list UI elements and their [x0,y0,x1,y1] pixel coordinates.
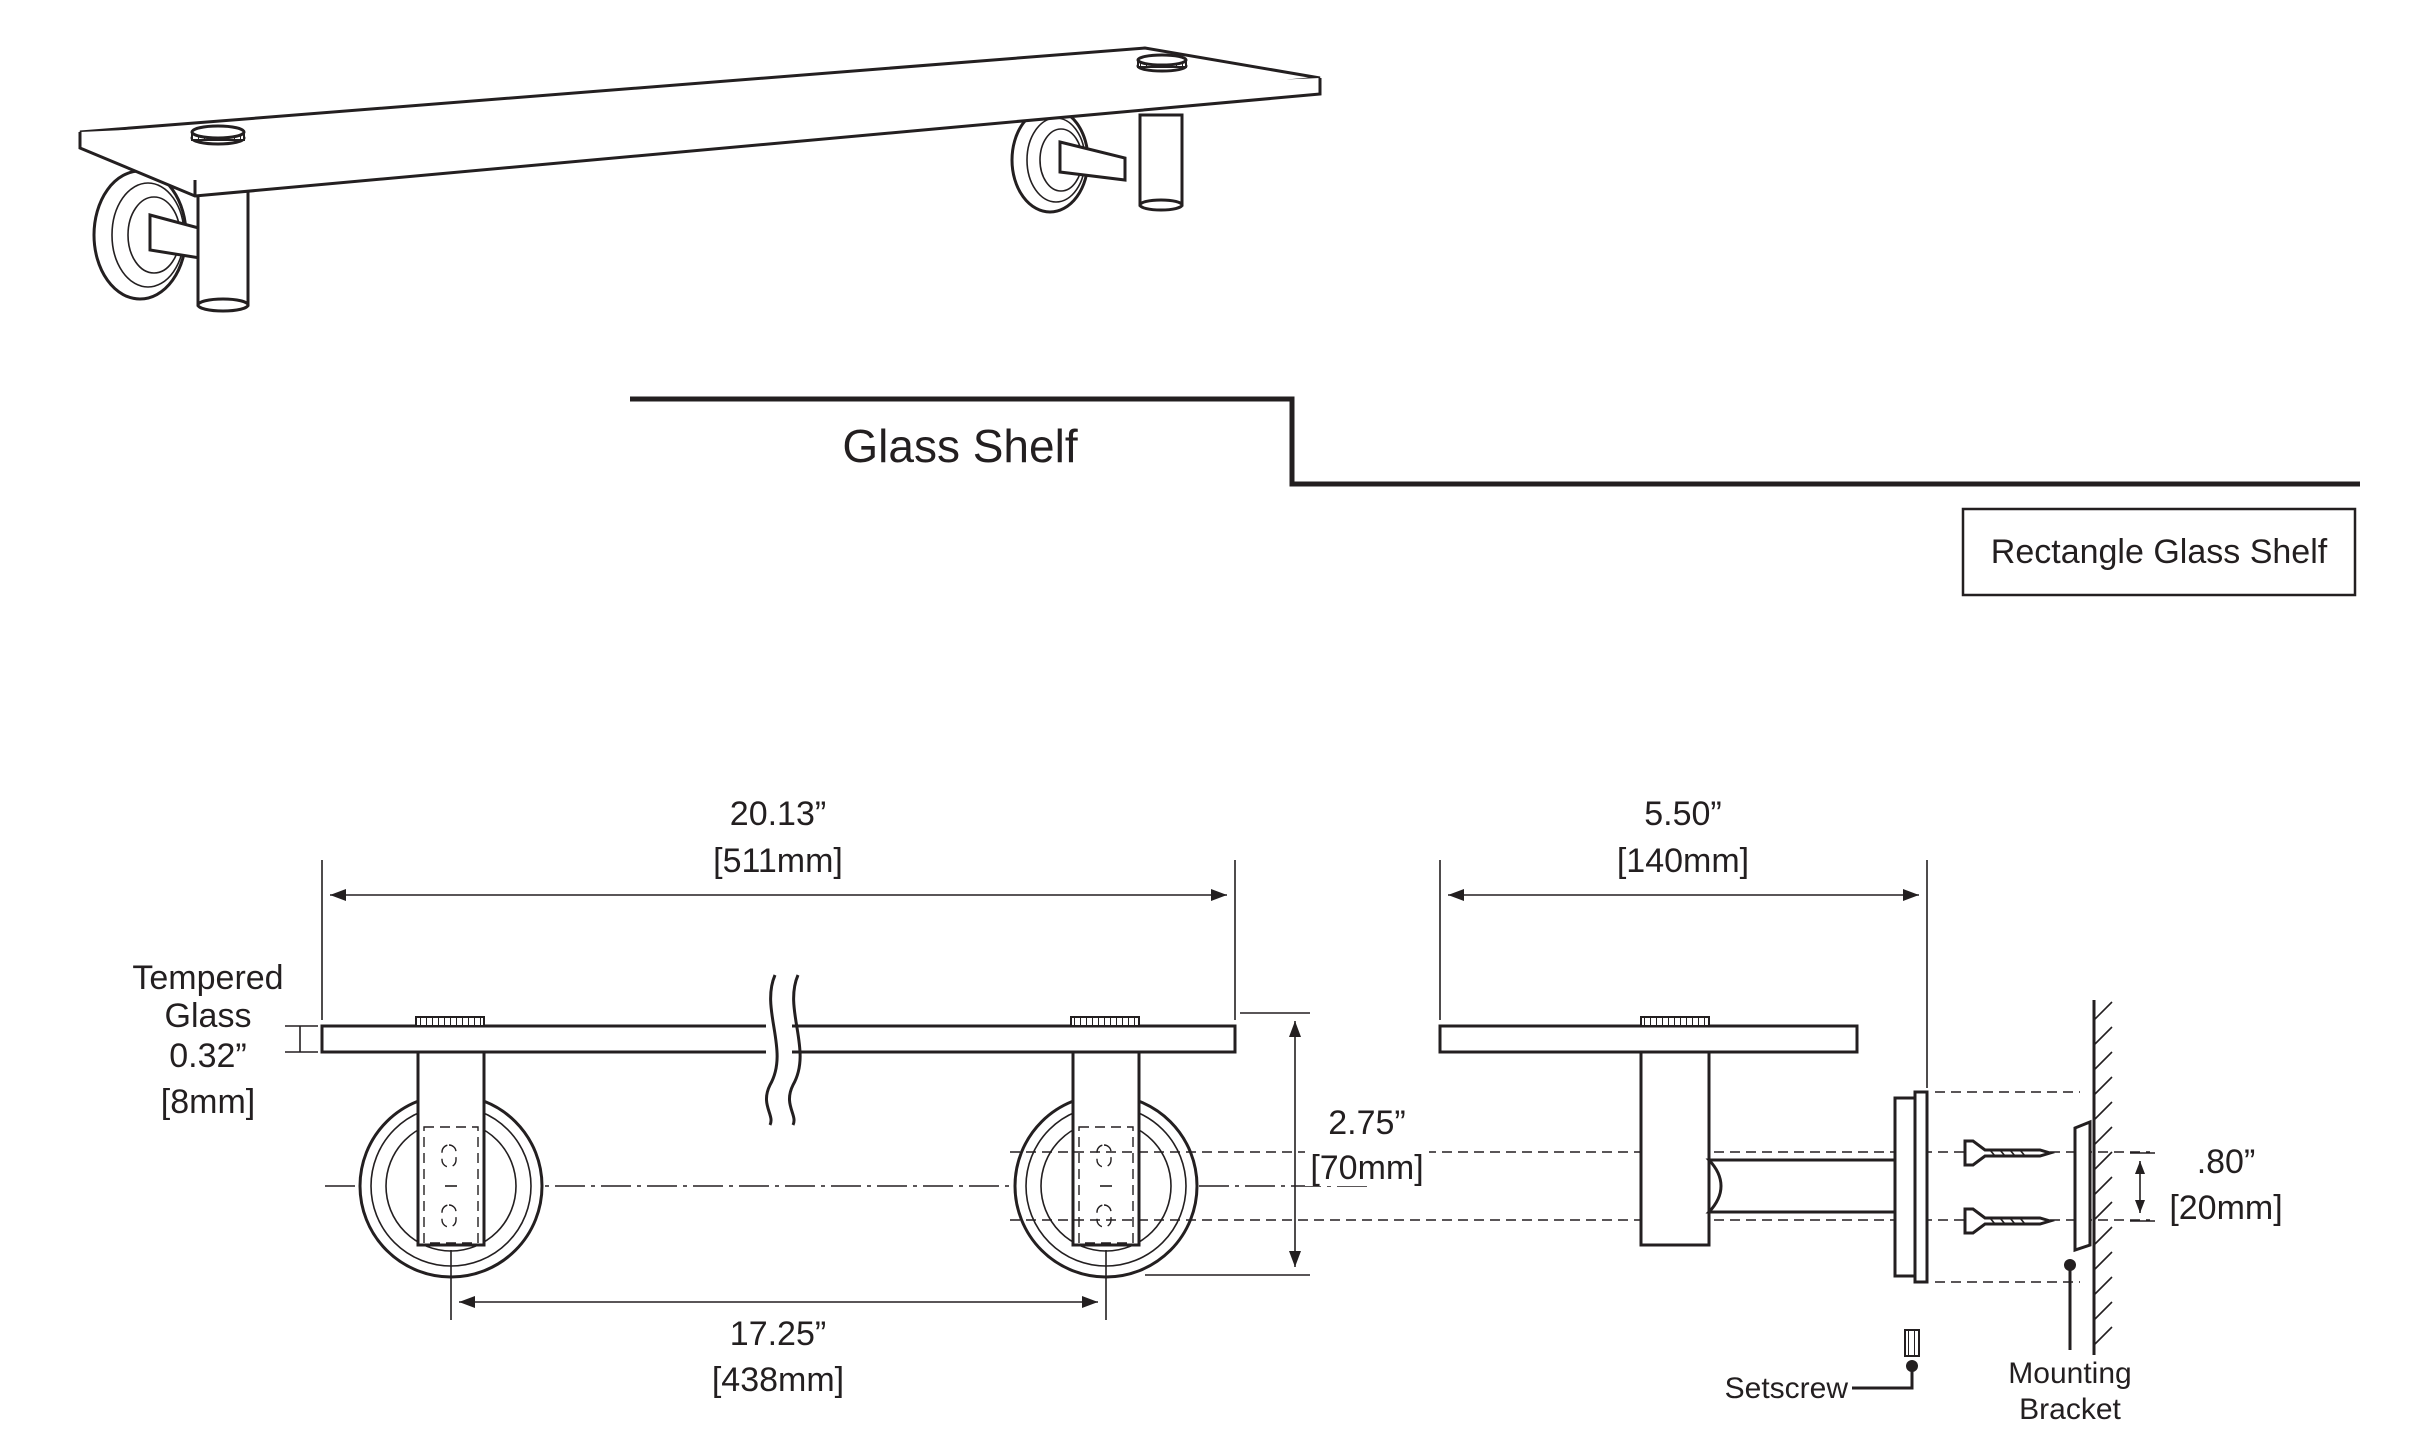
depth-mm: [140mm] [1617,842,1749,880]
glass-thickness-in: 0.32” [169,1037,247,1075]
dim-overall-length: 20.13” [511mm] [321,795,1236,1020]
height-in: 2.75” [1328,1104,1406,1142]
dim-height: 2.75” [70mm] [1145,1012,1429,1276]
subtitle-box: Rectangle Glass Shelf [1961,507,2357,597]
height-mm: [70mm] [1310,1149,1423,1187]
side-view: 5.50” [140mm] .80” [20mm] Setscrew Mount… [1438,795,2283,1426]
wall [2092,1000,2113,1355]
bracket-spacing-mm: [438mm] [712,1361,844,1399]
subtitle-label: Rectangle Glass Shelf [1991,533,2328,571]
page-title: Glass Shelf [842,420,1077,472]
overall-length-mm: [511mm] [713,842,843,880]
front-right-bracket [1013,1050,1199,1279]
front-left-bracket [358,1050,544,1279]
glass-label-2: Glass [165,997,252,1035]
overall-length-in: 20.13” [730,795,826,833]
depth-in: 5.50” [1644,795,1722,833]
bracket-spacing-in: 17.25” [730,1315,826,1353]
dim-screw-spacing: .80” [20mm] [2130,1143,2283,1227]
front-view: 20.13” [511mm] Tempered Glass 0.32” [8mm… [132,795,2150,1399]
dim-depth: 5.50” [140mm] [1439,795,1928,1088]
iso-right-bracket [1010,106,1184,214]
side-screws [1963,1139,2056,1235]
iso-left-bracket [92,169,250,313]
mounting-bracket-callout: Mounting Bracket [2008,1259,2132,1426]
isometric-view [78,46,1322,313]
iso-glass-plate [78,46,1322,198]
glass-thickness-mm: [8mm] [161,1083,255,1121]
setscrew-callout: Setscrew [1725,1329,1920,1405]
screw-spacing-mm: [20mm] [2169,1189,2282,1227]
dim-glass-thickness: Tempered Glass 0.32” [8mm] [132,959,318,1121]
dim-bracket-spacing: 17.25” [438mm] [450,1250,1107,1399]
front-glass-plate [320,974,1237,1126]
iso-clamp-caps [190,53,1188,146]
setscrew-label: Setscrew [1725,1372,1849,1405]
title-bar: Glass Shelf [630,396,2360,487]
mounting-label-2: Bracket [2019,1393,2121,1426]
mounting-label-1: Mounting [2008,1357,2131,1390]
screw-spacing-in: .80” [2197,1143,2256,1181]
glass-label-1: Tempered [132,959,283,997]
